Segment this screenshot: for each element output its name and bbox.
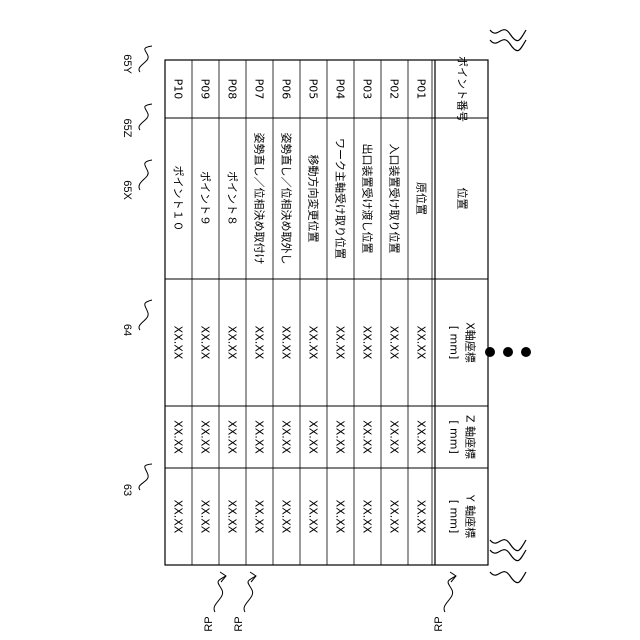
- cell-x: XX.XX: [253, 326, 266, 360]
- leader-65x: [139, 160, 152, 190]
- cell-position: ワーク主軸受け取り位置: [334, 138, 348, 259]
- ellipsis-dot: [485, 347, 495, 357]
- cell-x: XX.XX: [172, 326, 185, 360]
- cell-y: XX.XX: [307, 500, 320, 534]
- arrowhead-rp-1: [220, 572, 226, 582]
- cell-position: 姿勢直し／位相決め取付け: [253, 133, 267, 265]
- cell-x: XX.XX: [307, 326, 320, 360]
- break-mark-bottom: [490, 540, 526, 583]
- cell-z: XX.XX: [361, 420, 374, 454]
- cell-position: 移動方向変更位置: [307, 155, 321, 243]
- cell-z: XX.XX: [307, 420, 320, 454]
- leader-rp-1: [214, 576, 226, 612]
- header-position: 位置: [456, 188, 470, 210]
- ref-65x: 65X: [121, 180, 133, 200]
- cell-z: XX.XX: [172, 420, 185, 454]
- ellipsis-dot: [503, 347, 513, 357]
- cell-point-no: P09: [199, 79, 212, 100]
- cell-z: XX.XX: [199, 420, 212, 454]
- column-dividers: [165, 118, 488, 468]
- cell-z: XX.XX: [253, 420, 266, 454]
- table-border: [165, 60, 488, 565]
- ref-rp-3: RP: [433, 616, 445, 631]
- header-z-unit: [ mm]: [448, 420, 461, 454]
- cell-y: XX.XX: [280, 500, 293, 534]
- cell-point-no: P01: [415, 79, 428, 100]
- cell-point-no: P07: [253, 79, 266, 100]
- header-x-axis: X軸座標: [464, 322, 478, 363]
- header-y-axis: Y 軸座標: [464, 494, 478, 538]
- cell-position: ポイント１０: [172, 166, 185, 232]
- cell-x: XX.XX: [415, 326, 428, 360]
- leader-64: [139, 300, 152, 330]
- cell-z: XX.XX: [280, 420, 293, 454]
- cell-y: XX.XX: [334, 500, 347, 534]
- ref-63: 63: [121, 484, 133, 496]
- cell-position: 姿勢直し／位相決め取外し: [280, 133, 294, 265]
- ref-rp-1: RP: [203, 616, 215, 631]
- cell-point-no: P08: [226, 79, 239, 100]
- cell-position: 出口装置受け渡し位置: [361, 144, 375, 254]
- cell-position: 原位置: [415, 182, 429, 215]
- cell-z: XX.XX: [415, 420, 428, 454]
- cell-point-no: P06: [280, 79, 293, 100]
- arrowhead-rp-3: [450, 572, 456, 582]
- header-point-no: ポイント番号: [456, 56, 469, 122]
- cell-position: 入口装置受け取り位置: [388, 144, 402, 254]
- cell-x: XX.XX: [199, 326, 212, 360]
- cell-y: XX.XX: [388, 500, 401, 534]
- leader-65y: [139, 46, 152, 72]
- cell-z: XX.XX: [226, 420, 239, 454]
- header-y-unit: [ mm]: [448, 500, 461, 534]
- cell-point-no: P10: [172, 79, 185, 100]
- cell-x: XX.XX: [334, 326, 347, 360]
- header-x-unit: [ mm]: [448, 326, 461, 360]
- cell-point-no: P05: [307, 79, 320, 100]
- cell-z: XX.XX: [334, 420, 347, 454]
- cell-position: ポイント９: [199, 171, 212, 226]
- leader-65z: [139, 104, 152, 130]
- arrowhead-rp-2: [250, 572, 256, 582]
- cell-position: ポイント８: [226, 171, 239, 226]
- cell-x: XX.XX: [361, 326, 374, 360]
- cell-y: XX.XX: [361, 500, 374, 534]
- ref-65z: 65Z: [121, 119, 133, 138]
- cell-x: XX.XX: [388, 326, 401, 360]
- break-mark-top: [490, 30, 526, 51]
- cell-point-no: P02: [388, 79, 401, 100]
- cell-y: XX.XX: [415, 500, 428, 534]
- cell-x: XX.XX: [226, 326, 239, 360]
- ref-64: 64: [121, 324, 133, 336]
- leader-rp-3: [444, 576, 456, 612]
- header-z-axis: Z 軸座標: [464, 415, 478, 459]
- cell-point-no: P03: [361, 79, 374, 100]
- ref-65y: 65Y: [121, 54, 133, 74]
- cell-point-no: P04: [334, 79, 347, 100]
- leader-rp-2: [244, 576, 256, 612]
- leader-63: [139, 464, 152, 490]
- cell-y: XX.XX: [253, 500, 266, 534]
- row-dividers: [192, 60, 435, 565]
- cell-x: XX.XX: [280, 326, 293, 360]
- cell-y: XX.XX: [199, 500, 212, 534]
- cell-y: XX.XX: [226, 500, 239, 534]
- ref-rp-2: RP: [233, 616, 245, 631]
- ellipsis-dot: [521, 347, 531, 357]
- coordinate-table: ポイント番号位置X軸座標[ mm]Z 軸座標[ mm]Y 軸座標[ mm]P01…: [165, 56, 488, 565]
- cell-z: XX.XX: [388, 420, 401, 454]
- cell-y: XX.XX: [172, 500, 185, 534]
